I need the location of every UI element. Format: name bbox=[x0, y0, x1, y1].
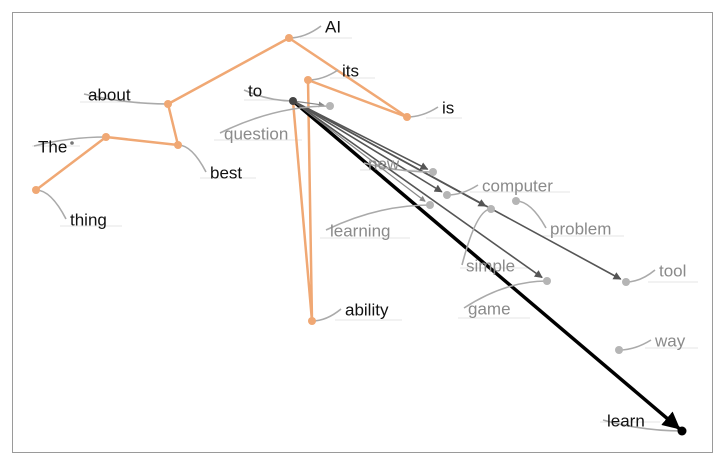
word-point-question bbox=[326, 102, 334, 110]
diagram-frame bbox=[12, 12, 713, 453]
word-label-question: question bbox=[224, 124, 288, 143]
word-label-tool: tool bbox=[659, 261, 686, 280]
word-point-computer bbox=[443, 191, 451, 199]
leader-best bbox=[177, 144, 207, 173]
word-label-its: its bbox=[342, 61, 359, 80]
word-point-ai bbox=[285, 34, 293, 42]
word-label-learning: learning bbox=[330, 221, 391, 240]
arrow-to-game bbox=[292, 100, 543, 279]
word-label-computer: computer bbox=[482, 176, 553, 195]
word-label-simple: simple bbox=[466, 256, 515, 275]
word-label-way: way bbox=[654, 331, 686, 350]
leader-thing bbox=[35, 189, 67, 220]
word-point-ability bbox=[308, 317, 316, 325]
arrow-to-learning bbox=[292, 100, 426, 202]
leader-question bbox=[219, 105, 331, 134]
word-point-way bbox=[615, 346, 623, 354]
word-point-learning bbox=[426, 201, 434, 209]
leader-new bbox=[363, 162, 434, 173]
word-point-tool bbox=[622, 278, 630, 286]
word-label-problem: problem bbox=[550, 219, 611, 238]
word-label-learn: learn bbox=[607, 411, 645, 430]
leader-the bbox=[33, 136, 107, 147]
arrow-to-question bbox=[292, 100, 325, 108]
leader-is bbox=[406, 106, 439, 118]
word-label-ability: ability bbox=[345, 300, 389, 319]
leader-to bbox=[243, 89, 294, 102]
word-point-its bbox=[304, 76, 312, 84]
arrow-to-tool bbox=[292, 100, 622, 280]
leader-game bbox=[463, 280, 548, 309]
word-label-ai: AI bbox=[325, 17, 341, 36]
word-point-the bbox=[102, 133, 110, 141]
word-point-thing bbox=[32, 186, 40, 194]
word-label-about: about bbox=[88, 85, 131, 104]
word-label-game: game bbox=[468, 299, 511, 318]
word-point-is bbox=[403, 113, 411, 121]
leader-ability bbox=[311, 308, 342, 322]
word-point-learn bbox=[677, 426, 687, 436]
word-point-new bbox=[429, 168, 437, 176]
word-point-simple bbox=[487, 205, 495, 213]
word-label-new: new bbox=[368, 154, 400, 173]
word-point-about bbox=[164, 100, 172, 108]
word-point-to bbox=[289, 97, 297, 105]
word-label-thing: thing bbox=[70, 210, 107, 229]
leader-ai bbox=[288, 25, 322, 39]
word-label-to: to bbox=[248, 81, 262, 100]
word-dot-the bbox=[70, 141, 74, 145]
word-label-the: The bbox=[38, 137, 67, 156]
word-label-is: is bbox=[442, 98, 454, 117]
arrow-to-computer bbox=[292, 100, 443, 193]
leader-tool bbox=[625, 269, 656, 283]
leader-learn bbox=[602, 419, 683, 432]
leader-about bbox=[83, 93, 169, 105]
arrow-to-learn bbox=[291, 99, 681, 430]
word-point-best bbox=[174, 141, 182, 149]
word-point-problem bbox=[512, 197, 520, 205]
word-point-game bbox=[543, 277, 551, 285]
word-label-best: best bbox=[210, 163, 242, 182]
leader-learning bbox=[325, 204, 431, 231]
